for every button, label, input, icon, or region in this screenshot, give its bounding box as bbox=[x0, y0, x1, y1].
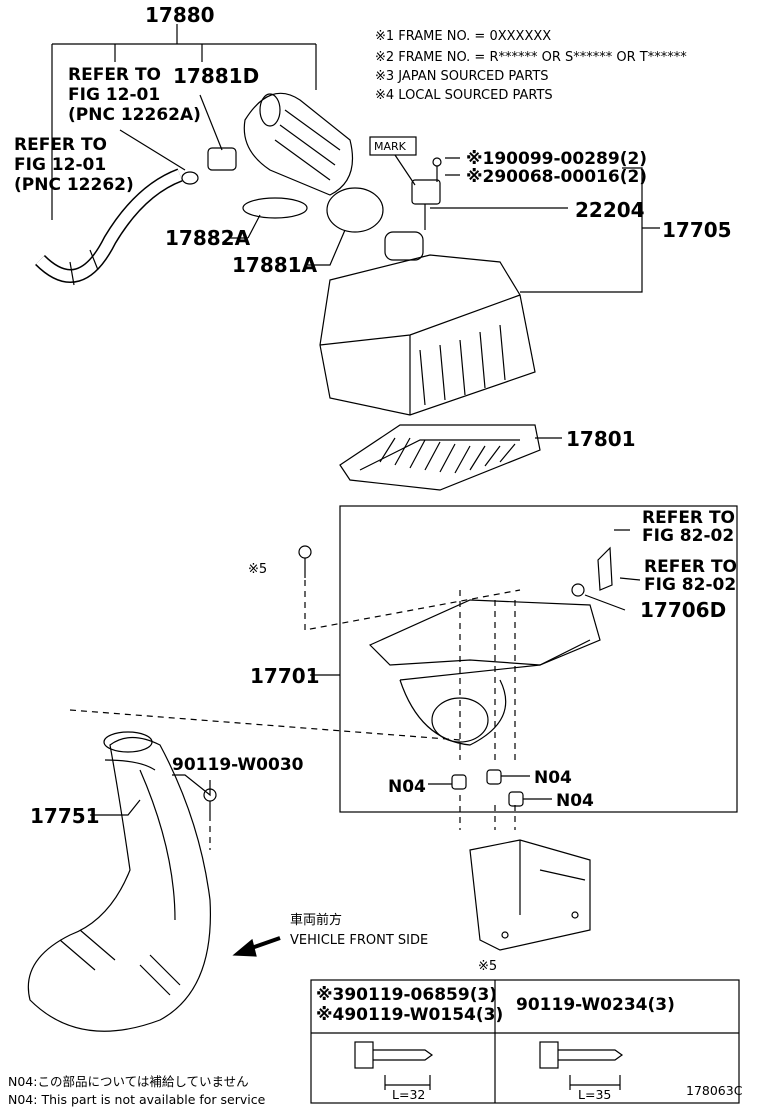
footer-note-en: N04: This part is not available for serv… bbox=[8, 1092, 266, 1107]
note-star5-bolt: ※5 bbox=[248, 562, 267, 577]
ref4-line1: REFER TO bbox=[644, 557, 737, 577]
note-frame-2: ※2 FRAME NO. = R****** OR S****** OR T**… bbox=[375, 50, 687, 65]
part-n04-right[interactable]: N04 bbox=[534, 768, 572, 788]
part-17882a[interactable]: 17882A bbox=[165, 226, 251, 250]
ref-fig-12-01-a[interactable]: REFER TO FIG 12-01 (PNC 12262A) bbox=[68, 65, 201, 125]
table-part-local[interactable]: ※490119-W0154(3) bbox=[316, 1005, 503, 1025]
part-bolt-90068[interactable]: ※290068-00016(2) bbox=[466, 167, 647, 187]
front-side-en: VEHICLE FRONT SIDE bbox=[290, 933, 428, 948]
part-n04-left[interactable]: N04 bbox=[388, 777, 426, 797]
note-local-sourced: ※4 LOCAL SOURCED PARTS bbox=[375, 88, 553, 103]
ref1-line1: REFER TO bbox=[68, 65, 161, 85]
part-17706d[interactable]: 17706D bbox=[640, 598, 726, 622]
note-frame-1: ※1 FRAME NO. = 0XXXXXX bbox=[375, 29, 551, 44]
ref1-line2: FIG 12-01 bbox=[68, 85, 160, 105]
ref2-line3: (PNC 12262) bbox=[14, 175, 134, 195]
part-17705[interactable]: 17705 bbox=[662, 218, 732, 242]
table-length-left: L=32 bbox=[392, 1087, 425, 1102]
ref2-line1: REFER TO bbox=[14, 135, 107, 155]
drawing-lines bbox=[27, 24, 740, 1104]
ref-fig-82-02-a[interactable]: REFER TO FIG 82-02 bbox=[642, 508, 735, 546]
part-17881a[interactable]: 17881A bbox=[232, 253, 318, 277]
part-17701[interactable]: 17701 bbox=[250, 664, 320, 688]
figure-code: 178063C bbox=[686, 1083, 743, 1098]
part-22204[interactable]: 22204 bbox=[575, 198, 645, 222]
ref-fig-82-02-b[interactable]: REFER TO FIG 82-02 bbox=[644, 557, 737, 595]
ref4-line2: FIG 82-02 bbox=[644, 575, 736, 595]
part-17751[interactable]: 17751 bbox=[30, 804, 100, 828]
part-n04-lower[interactable]: N04 bbox=[556, 791, 594, 811]
ref1-line3: (PNC 12262A) bbox=[68, 105, 201, 125]
ref3-line1: REFER TO bbox=[642, 508, 735, 528]
part-17880[interactable]: 17880 bbox=[145, 3, 215, 27]
ref-fig-12-01-b[interactable]: REFER TO FIG 12-01 (PNC 12262) bbox=[14, 135, 134, 195]
front-side-jp: 車両前方 bbox=[290, 912, 342, 928]
note-japan-sourced: ※3 JAPAN SOURCED PARTS bbox=[375, 69, 549, 84]
table-part-japan[interactable]: ※390119-06859(3) bbox=[316, 985, 497, 1005]
ref3-line2: FIG 82-02 bbox=[642, 526, 734, 546]
table-part-w0234[interactable]: 90119-W0234(3) bbox=[516, 995, 675, 1015]
footer-note-jp: N04:この部品については補給していません bbox=[8, 1074, 249, 1089]
part-17881d[interactable]: 17881D bbox=[173, 64, 259, 88]
table-length-right: L=35 bbox=[578, 1087, 611, 1102]
part-bolt-90099[interactable]: ※190099-00289(2) bbox=[466, 149, 647, 169]
part-17801[interactable]: 17801 bbox=[566, 427, 636, 451]
note-star5-bracket: ※5 bbox=[478, 959, 497, 974]
mark-label: MARK bbox=[374, 140, 407, 153]
ref2-line2: FIG 12-01 bbox=[14, 155, 106, 175]
part-90119-w0030[interactable]: 90119-W0030 bbox=[172, 755, 304, 775]
